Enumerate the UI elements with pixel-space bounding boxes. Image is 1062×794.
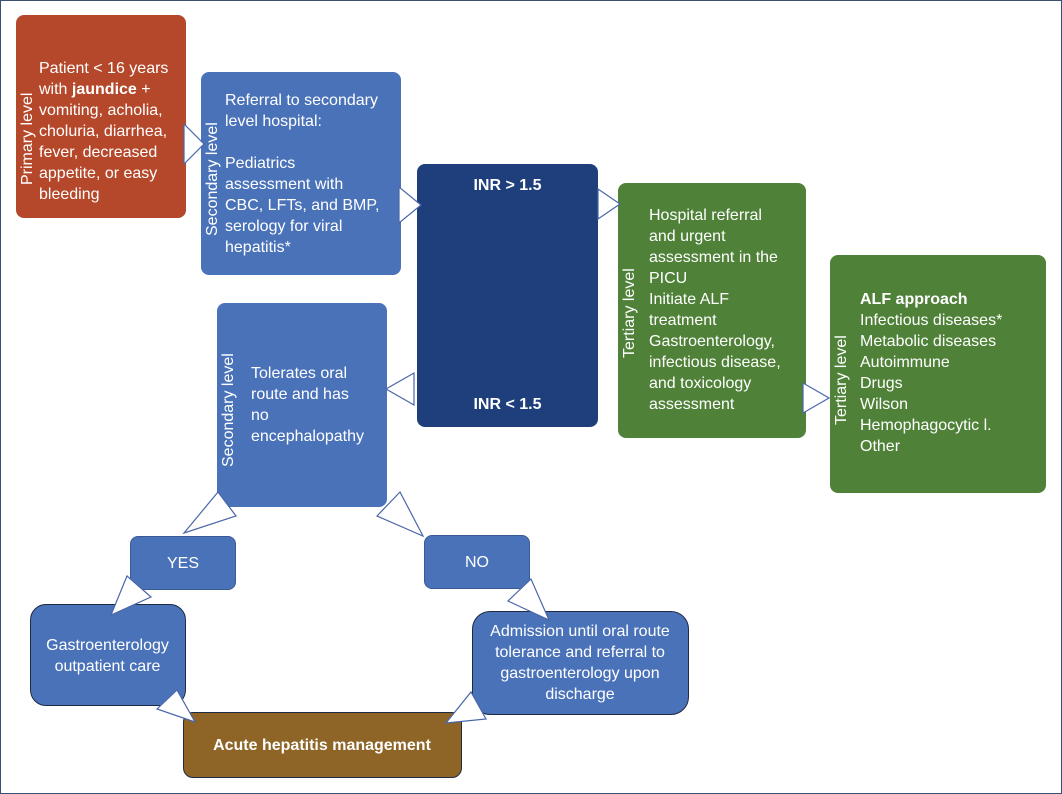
outpatient-text: Gastroenterology outpatient care xyxy=(31,635,184,677)
referral-line-blank xyxy=(225,132,405,153)
primary-line: bleeding xyxy=(39,186,100,203)
alf-item: Infectious diseases* xyxy=(860,312,1003,329)
tolerates-line: encephalopathy xyxy=(251,428,364,445)
referral-line: serology for viral xyxy=(225,218,343,235)
alf-item: Other xyxy=(860,438,901,455)
alf-item: Hemophagocytic l. xyxy=(860,417,992,434)
tolerates-level-label: Secondary level xyxy=(220,353,237,467)
admission-line: tolerance and referral to xyxy=(495,644,665,661)
primary-line: appetite, or easy xyxy=(39,165,158,182)
alf-approach-box: Tertiary level ALF approach Infectious d… xyxy=(830,255,1046,493)
referral-box: Secondary level Referral to secondary le… xyxy=(201,72,401,275)
primary-jaundice-bold: jaundice xyxy=(71,81,137,98)
tolerates-line: no xyxy=(251,407,269,424)
primary-line: with jaundice + xyxy=(39,79,189,100)
picu-line: and urgent xyxy=(649,228,726,245)
primary-level-box: Primary level Patient < 16 years with ja… xyxy=(16,15,186,218)
tolerates-line: Tolerates oral xyxy=(251,365,348,382)
referral-line: hepatitis* xyxy=(225,239,291,256)
alf-item: Wilson xyxy=(860,396,909,413)
admission-line: discharge xyxy=(545,686,615,703)
primary-line-post: + xyxy=(136,81,151,98)
referral-level-label: Secondary level xyxy=(204,122,221,236)
alf-item: Drugs xyxy=(860,375,903,392)
inr-greater-label: INR > 1.5 xyxy=(473,177,542,194)
referral-text: Referral to secondary level hospital: Pe… xyxy=(225,90,405,258)
picu-level-label: Tertiary level xyxy=(621,268,638,358)
tolerates-text: Tolerates oral route and has no encephal… xyxy=(251,363,386,447)
referral-line: Referral to secondary xyxy=(225,92,378,109)
no-label: NO xyxy=(465,554,489,571)
picu-line: PICU xyxy=(649,270,688,287)
management-label: Acute hepatitis management xyxy=(213,737,431,754)
referral-line: assessment with xyxy=(225,176,344,193)
inr-less-label: INR < 1.5 xyxy=(473,396,542,413)
picu-box: Tertiary level Hospital referral and urg… xyxy=(618,183,806,438)
picu-line: Gastroenterology, xyxy=(649,333,775,350)
outpatient-line: outpatient care xyxy=(54,658,161,675)
admission-box: Admission until oral route tolerance and… xyxy=(472,611,689,715)
primary-line: vomiting, acholia, xyxy=(39,102,163,119)
picu-line: assessment in the xyxy=(649,249,778,266)
admission-text: Admission until oral route tolerance and… xyxy=(473,621,687,705)
tolerates-oral-box: Secondary level Tolerates oral route and… xyxy=(217,303,387,507)
referral-line: Pediatrics xyxy=(225,155,296,172)
primary-line: fever, decreased xyxy=(39,144,158,161)
alf-item: Metabolic diseases xyxy=(860,333,997,350)
referral-line: CBC, LFTs, and BMP, xyxy=(225,197,380,214)
picu-line: Initiate ALF xyxy=(649,291,730,308)
picu-line: infectious disease, xyxy=(649,354,781,371)
primary-line-pre: with xyxy=(39,81,72,98)
picu-line: Hospital referral xyxy=(649,207,762,224)
tolerates-line: route and has xyxy=(251,386,349,403)
picu-line: assessment xyxy=(649,396,735,413)
yes-box: YES xyxy=(130,536,236,590)
picu-line: and toxicology xyxy=(649,375,752,392)
picu-line: treatment xyxy=(649,312,717,329)
outpatient-care-box: Gastroenterology outpatient care xyxy=(30,604,186,706)
yes-label: YES xyxy=(166,555,199,572)
acute-hepatitis-management-box: Acute hepatitis management xyxy=(183,712,462,778)
admission-line: Admission until oral route xyxy=(490,623,670,640)
picu-text: Hospital referral and urgent assessment … xyxy=(649,205,809,415)
alf-level-label: Tertiary level xyxy=(833,335,850,425)
primary-text: Patient < 16 years with jaundice + vomit… xyxy=(39,58,189,205)
outpatient-line: Gastroenterology xyxy=(46,637,169,654)
admission-line: gastroenterology upon xyxy=(500,665,660,682)
inr-box: INR > 1.5 INR < 1.5 xyxy=(417,164,598,427)
alf-title: ALF approach xyxy=(860,291,968,308)
alf-text: ALF approach Infectious diseases* Metabo… xyxy=(860,289,1045,457)
primary-level-label: Primary level xyxy=(19,92,36,185)
no-box: NO xyxy=(424,535,530,589)
primary-line: choluria, diarrhea, xyxy=(39,123,168,140)
referral-line: level hospital: xyxy=(225,113,322,130)
alf-item: Autoimmune xyxy=(860,354,950,371)
primary-line: Patient < 16 years xyxy=(39,60,169,77)
